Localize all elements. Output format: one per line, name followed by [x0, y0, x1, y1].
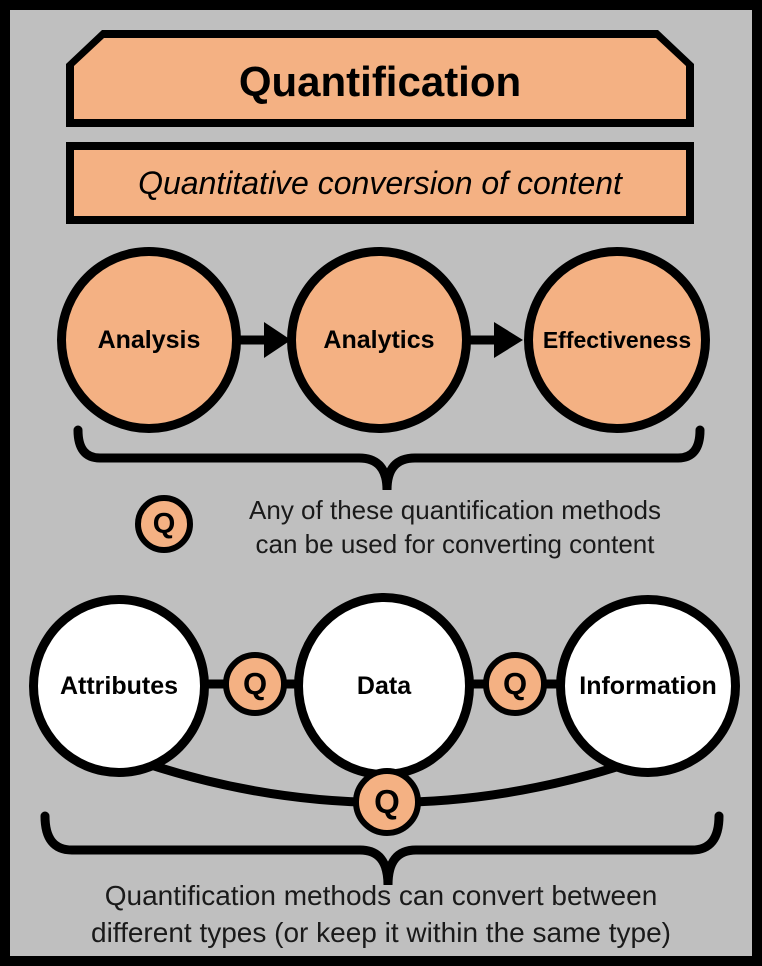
- type-node-data: Data: [294, 593, 474, 779]
- flow-arrow-icon-2: [470, 322, 523, 358]
- type-node-label: Data: [356, 671, 412, 700]
- q-badge-attr-data: Q: [223, 652, 287, 716]
- brace-icon-bottom: [40, 811, 724, 886]
- flow-arrow-icon-1: [240, 322, 291, 358]
- methods-note: Any of these quantification methods can …: [195, 493, 715, 561]
- q-badge-letter: Q: [242, 666, 268, 701]
- q-badge-letter: Q: [374, 783, 400, 820]
- process-node-analytics: Analytics: [287, 247, 471, 433]
- diagram-title: Quantification: [238, 57, 522, 105]
- q-badge-data-info: Q: [483, 652, 547, 716]
- process-node-label: Effectiveness: [542, 326, 692, 353]
- q-badge-methods: Q: [135, 495, 193, 553]
- subtitle-box: Quantitative conversion of content: [66, 142, 694, 224]
- q-badge-letter: Q: [502, 666, 528, 701]
- q-badge-letter: Q: [152, 507, 176, 540]
- q-badge-arc: Q: [353, 768, 421, 836]
- type-node-label: Attributes: [59, 671, 179, 700]
- conversion-note-line1: Quantification methods can convert betwe…: [104, 880, 658, 911]
- process-node-label: Analytics: [323, 325, 435, 354]
- diagram-subtitle: Quantitative conversion of content: [138, 164, 622, 201]
- methods-note-line2: can be used for converting content: [255, 529, 655, 559]
- type-node-attributes: Attributes: [29, 595, 209, 777]
- conversion-note: Quantification methods can convert betwe…: [40, 877, 722, 951]
- type-node-information: Information: [556, 595, 740, 777]
- brace-icon-top: [73, 425, 705, 491]
- title-banner: Quantification: [66, 30, 694, 127]
- process-node-analysis: Analysis: [57, 247, 241, 433]
- conversion-note-line2: different types (or keep it within the s…: [91, 917, 671, 948]
- type-node-label: Information: [579, 671, 717, 700]
- title-banner-fill: Quantification: [74, 38, 686, 119]
- process-node-effectiveness: Effectiveness: [524, 247, 710, 433]
- process-node-label: Analysis: [97, 325, 201, 354]
- methods-note-line1: Any of these quantification methods: [249, 495, 661, 525]
